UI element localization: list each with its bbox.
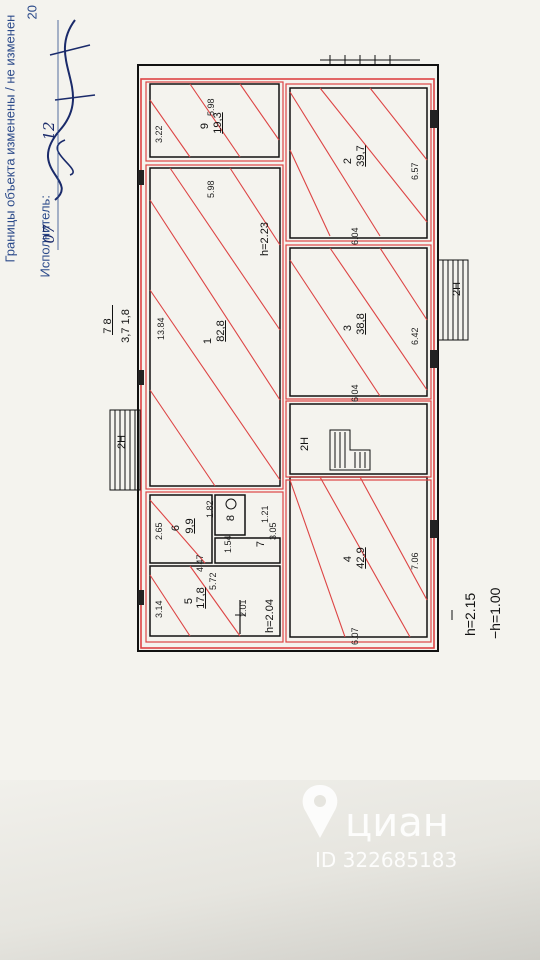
room-3-area: 38,8	[355, 313, 367, 335]
date-month: 12	[40, 121, 58, 141]
dim-label: 5.72	[208, 572, 218, 590]
dim-label: 13.84	[156, 317, 166, 340]
index-fraction-bar	[112, 305, 113, 335]
date-day: 07	[40, 224, 58, 244]
boundary-status-line: Границы объекта изменены / не изменен	[2, 14, 18, 263]
legend-height: h=2.15	[462, 592, 478, 636]
room-2-area: 39,7	[355, 145, 367, 167]
stairs-label-left: 2Н	[116, 434, 128, 449]
dim-label: 5.98	[206, 98, 216, 116]
room-3-outline	[289, 247, 428, 397]
dim-label: 2.01	[238, 599, 248, 617]
dim-label: 4.47	[195, 554, 205, 572]
stairs-label-right: 2Н	[451, 281, 463, 296]
room-5-area: 17,8	[195, 587, 207, 609]
room-5-outline	[149, 565, 281, 637]
room-6-number: 6	[170, 524, 182, 532]
toilet-icon	[225, 498, 237, 510]
room-1-area: 82,8	[215, 320, 227, 342]
dim-label: 6.04	[350, 384, 360, 402]
watermark-brand: циан	[345, 800, 449, 846]
page-shadow	[0, 780, 540, 960]
watermark-id: ID 322685183	[315, 848, 458, 872]
dim-label: 3.14	[154, 600, 164, 618]
dim-label: 1.82	[205, 500, 215, 518]
room-7-number: 7	[255, 540, 267, 548]
height-small: h=2.04	[264, 599, 276, 633]
room-2-number: 2	[342, 157, 354, 165]
dim-label: 6.07	[350, 627, 360, 645]
room-9-outline	[149, 83, 280, 158]
legend-neg-height: −h=1.00	[487, 587, 503, 639]
room-7-outline	[214, 537, 281, 564]
room-6-area: 9,9	[184, 518, 196, 534]
dim-label: 7.06	[410, 552, 420, 570]
room-4-area: 42,9	[355, 547, 367, 569]
dim-label: 6.57	[410, 162, 420, 180]
room-3-number: 3	[342, 324, 354, 332]
stairs-label-inner: 2Н	[299, 436, 311, 451]
year-fragment: 20	[24, 5, 40, 20]
dim-label: 6.42	[410, 327, 420, 345]
room-4-number: 4	[342, 555, 354, 563]
dim-label: 3.05	[268, 522, 278, 540]
index-denominator: 3,7 1,8	[120, 309, 132, 343]
dim-label: 5.98	[206, 180, 216, 198]
height-main: h=2.23	[259, 222, 271, 256]
room-1-number: 1	[202, 337, 214, 345]
room-8-outline	[214, 494, 246, 536]
dim-label: 1.54	[223, 535, 233, 553]
stair-room-outline	[289, 403, 428, 475]
dim-label: 2.65	[154, 522, 164, 540]
room-2-outline	[289, 87, 428, 239]
dim-label: 3.22	[154, 125, 164, 143]
room-6-outline	[149, 494, 213, 564]
room-5-number: 5	[183, 597, 195, 605]
dim-label: 6.04	[350, 227, 360, 245]
